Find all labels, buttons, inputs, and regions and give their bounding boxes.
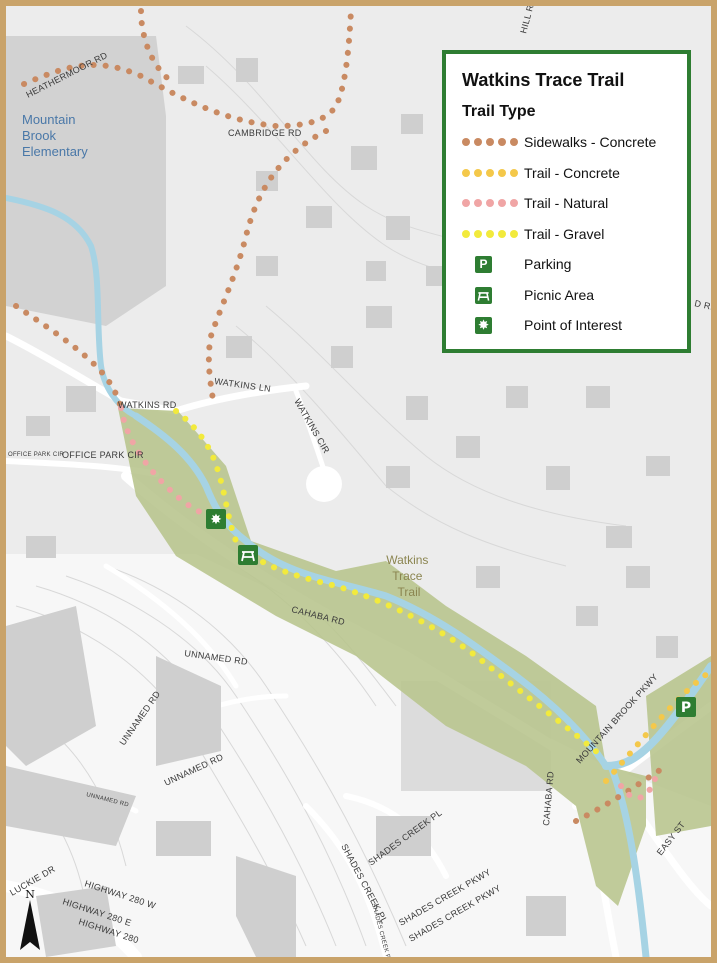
parking-icon: P: [681, 700, 691, 716]
dotted-line-icon: [462, 164, 524, 182]
legend-label: Sidewalks - Concrete: [524, 134, 657, 151]
legend-label: Trail - Natural: [524, 195, 609, 212]
trail-gravel: [173, 408, 607, 761]
legend-item-parking: P Parking: [462, 249, 675, 280]
legend-label: Trail - Gravel: [524, 225, 605, 242]
legend-panel: Watkins Trace Trail Trail Type Sidewalks…: [442, 50, 691, 353]
buildings: [6, 58, 678, 957]
trail-natural: [118, 405, 659, 801]
picnic-table-icon: [241, 551, 255, 562]
lower-area: [6, 554, 711, 957]
north-arrow-icon: [20, 900, 40, 950]
school-grounds: [6, 36, 166, 326]
stream: [6, 195, 711, 957]
dotted-line-icon: [462, 225, 524, 243]
legend-label: Trail - Concrete: [524, 164, 620, 181]
road-label-watkins-rd: WATKINS RD: [118, 400, 177, 410]
north-label: N: [25, 888, 35, 901]
school-label: Mountain Brook Elementary: [22, 112, 88, 159]
legend-item-trail-concrete: Trail - Concrete: [462, 158, 675, 189]
point-of-interest-icon: ✸: [210, 512, 222, 528]
north-arrow: N: [20, 888, 40, 950]
cul-de-sac: [306, 466, 342, 502]
picnic-table-icon: [475, 286, 492, 304]
legend-subtitle: Trail Type: [462, 103, 536, 120]
legend-label: Picnic Area: [524, 286, 595, 303]
point-of-interest-icon: ✸: [475, 317, 492, 335]
map-frame[interactable]: Watkins Trace Trail Mountain Brook Eleme…: [6, 6, 711, 957]
legend-label: Point of Interest: [524, 317, 623, 334]
road-label-cahaba-2: CAHABA RD: [541, 771, 556, 827]
park-area: [118, 408, 646, 906]
legend-label: Parking: [524, 256, 572, 273]
road-label-office-park-b: OFFICE PARK CIR: [62, 450, 144, 460]
legend-item-picnic-area: Picnic Area: [462, 280, 675, 311]
trail-concrete: [603, 668, 711, 784]
dotted-line-icon: [462, 194, 524, 212]
picnic-area-marker[interactable]: [238, 545, 258, 565]
legend-item-trail-gravel: Trail - Gravel: [462, 219, 675, 250]
legend-item-point-of-interest: ✸ Point of Interest: [462, 310, 675, 341]
trail-sidewalks: [13, 8, 669, 824]
legend-title: Watkins Trace Trail: [462, 70, 625, 90]
trail-area-label: Watkins Trace Trail: [386, 553, 432, 599]
parking-icon: P: [475, 256, 492, 274]
parking-marker[interactable]: P: [676, 697, 696, 717]
legend-item-sidewalks-concrete: Sidewalks - Concrete: [462, 127, 675, 158]
road-label-cambridge: CAMBRIDGE RD: [228, 128, 302, 138]
point-of-interest-marker[interactable]: ✸: [206, 509, 226, 529]
legend-item-trail-natural: Trail - Natural: [462, 188, 675, 219]
road-label-office-park-a: OFFICE PARK CIR: [8, 452, 64, 458]
dotted-line-icon: [462, 133, 524, 151]
